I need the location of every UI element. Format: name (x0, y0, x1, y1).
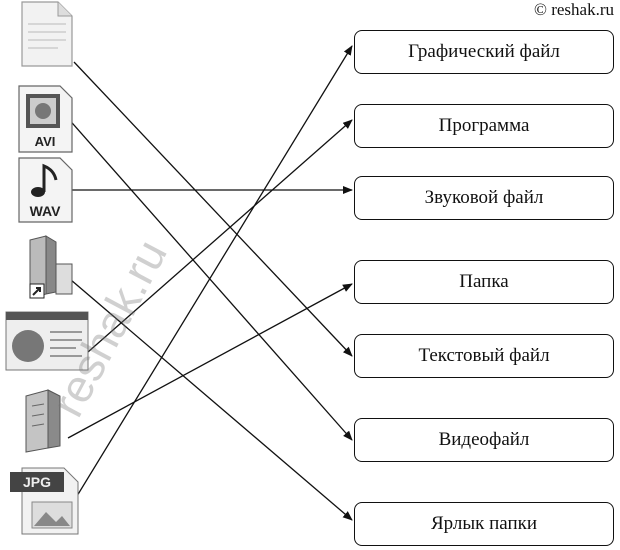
match-arrow-4 (87, 119, 353, 353)
category-box-program: Программа (354, 104, 614, 148)
category-label: Видеофайл (438, 429, 530, 450)
program-window-icon (4, 310, 90, 377)
wav-audio-file-icon: WAV (16, 156, 74, 229)
wav-label: WAV (30, 203, 62, 219)
category-label: Звуковой файл (424, 187, 544, 208)
copyright-text: © reshak.ru (534, 0, 614, 19)
category-label: Текстовый файл (418, 345, 550, 366)
match-arrow-1 (65, 115, 353, 441)
category-label: Программа (438, 115, 530, 136)
category-label: Ярлык папки (430, 513, 538, 534)
folder-icon (16, 386, 76, 461)
match-arrow-3 (63, 273, 353, 521)
text-document-icon (18, 0, 76, 73)
category-label: Графический файл (408, 41, 560, 62)
category-box-text-file: Текстовый файл (354, 334, 614, 378)
jpg-label: JPG (23, 474, 51, 490)
avi-label: AVI (35, 134, 56, 149)
category-box-folder-shortcut: Ярлык папки (354, 502, 614, 546)
jpg-image-file-icon: JPG (8, 462, 82, 541)
match-arrow-6 (65, 45, 353, 515)
category-box-video-file: Видеофайл (354, 418, 614, 462)
category-box-audio-file: Звуковой файл (354, 176, 614, 220)
avi-video-file-icon: AVI (16, 84, 74, 159)
category-box-folder: Папка (354, 260, 614, 304)
match-arrow-5 (67, 283, 353, 439)
category-label: Папка (459, 271, 509, 292)
folder-shortcut-icon (16, 234, 76, 309)
category-box-graphic-file: Графический файл (354, 30, 614, 74)
match-arrow-0 (73, 61, 353, 357)
